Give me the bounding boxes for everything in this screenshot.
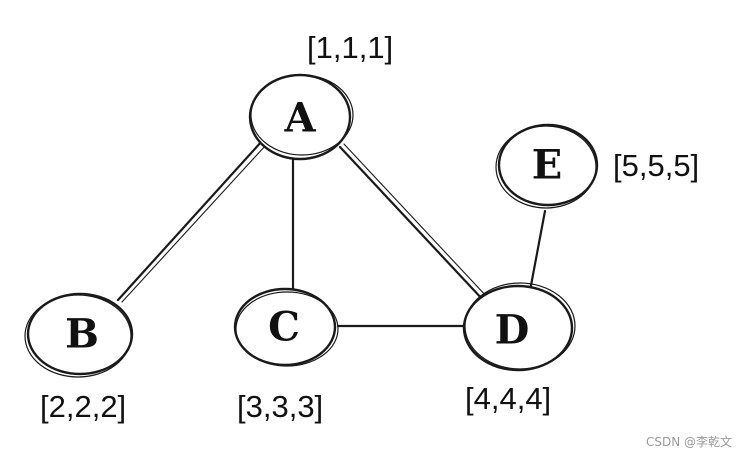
node-b-circle	[26, 292, 134, 376]
node-b: B	[24, 292, 134, 378]
node-e-circle	[497, 123, 599, 207]
node-e-value-label: [5,5,5]	[613, 148, 700, 183]
node-e-circle-sketch	[495, 125, 597, 209]
node-a-value-label: [1,1,1]	[307, 30, 394, 65]
node-c-circle	[233, 287, 337, 367]
edge-e-d	[527, 209, 547, 298]
node-d-value-label: [4,4,4]	[465, 381, 552, 416]
node-b-value-label: [2,2,2]	[40, 389, 127, 424]
node-a: A	[248, 73, 354, 161]
edge-a-d-stroke	[343, 143, 489, 299]
node-c-letter: C	[268, 304, 300, 351]
node-c-value-label: [3,3,3]	[237, 389, 324, 424]
node-d-letter: D	[495, 307, 530, 354]
node-d-circle	[462, 284, 574, 372]
edges-layer	[116, 139, 547, 328]
watermark-text: CSDN @李乾文	[645, 435, 732, 449]
node-b-circle-sketch	[24, 294, 132, 378]
node-c-circle-sketch	[235, 291, 339, 367]
edge-a-b	[116, 139, 264, 302]
node-a-circle-sketch	[250, 74, 354, 156]
node-c: C	[233, 287, 339, 367]
node-d-circle-sketch	[464, 282, 576, 370]
node-e-letter: E	[532, 142, 563, 189]
node-d: D	[462, 282, 576, 372]
node-b-letter: B	[65, 311, 99, 358]
edge-a-b-stroke	[121, 144, 267, 303]
node-a-letter: A	[283, 95, 316, 142]
node-e: E	[495, 123, 599, 209]
edge-a-d	[338, 145, 486, 303]
